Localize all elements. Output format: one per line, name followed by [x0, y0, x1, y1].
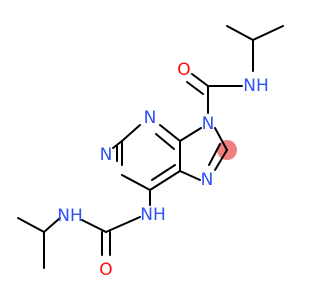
bond: [17, 217, 45, 233]
bond-double: [186, 81, 204, 95]
bond: [179, 127, 202, 142]
bond: [105, 216, 141, 233]
bond: [155, 133, 175, 150]
atom-label-n7: N: [201, 170, 214, 190]
atom-label-n3: N: [144, 108, 157, 128]
bond: [43, 217, 61, 233]
bond: [179, 170, 201, 181]
bond: [151, 164, 176, 181]
atom-labels: O NH N N N N NH NH O: [57, 60, 269, 280]
bond: [214, 149, 228, 171]
atom-label-nh-lower: NH: [57, 206, 83, 226]
atom-label-o-lower: O: [99, 260, 112, 280]
bond: [112, 140, 123, 149]
atom-label-nh-upper: NH: [243, 76, 269, 96]
atom-label-nh-mid: NH: [140, 205, 166, 225]
bond: [121, 174, 151, 191]
atom-label-n1: N: [100, 145, 113, 165]
bond: [252, 25, 284, 41]
bond: [214, 127, 228, 151]
bond: [208, 143, 221, 166]
bonds: [17, 25, 284, 269]
molecule-structure: O NH N N N N NH NH O: [17, 25, 284, 280]
atom-label-o-upper: O: [177, 60, 190, 80]
bond: [149, 170, 181, 191]
bond: [81, 219, 107, 233]
bond-double: [191, 73, 209, 87]
atom-label-n9: N: [202, 114, 215, 134]
bond: [159, 124, 181, 142]
bond: [226, 25, 254, 41]
bond: [121, 124, 141, 142]
